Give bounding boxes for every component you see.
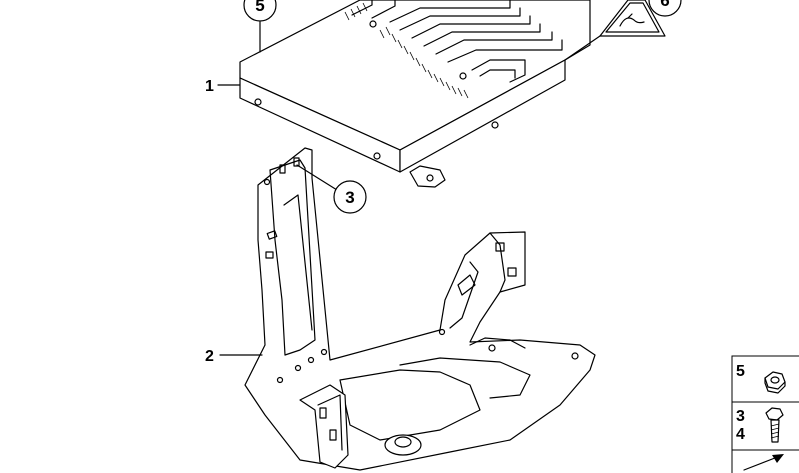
label-amplifier: 1 [205, 78, 214, 95]
callout-nut[interactable]: 5 [243, 0, 277, 22]
callout-warning[interactable]: 6 [648, 0, 682, 17]
amplifier-unit[interactable] [239, 0, 591, 188]
warning-triangle-label [599, 0, 666, 37]
mounting-bracket[interactable] [244, 147, 596, 471]
parts-label-nut: 5 [736, 363, 745, 380]
parts-label-bolt-top: 3 [736, 408, 745, 425]
callout-warning-number: 6 [660, 0, 669, 10]
parts-label-bolt-bottom: 4 [736, 426, 745, 443]
callout-nut-number: 5 [255, 0, 264, 15]
hex-bolt-icon [765, 407, 784, 443]
hex-nut-icon [764, 371, 786, 394]
callout-screw-number: 3 [345, 188, 354, 207]
arrow-icon [743, 454, 784, 471]
leader-line-3 [296, 164, 338, 191]
label-bracket: 2 [205, 348, 214, 365]
callout-screw[interactable]: 3 [333, 180, 367, 214]
